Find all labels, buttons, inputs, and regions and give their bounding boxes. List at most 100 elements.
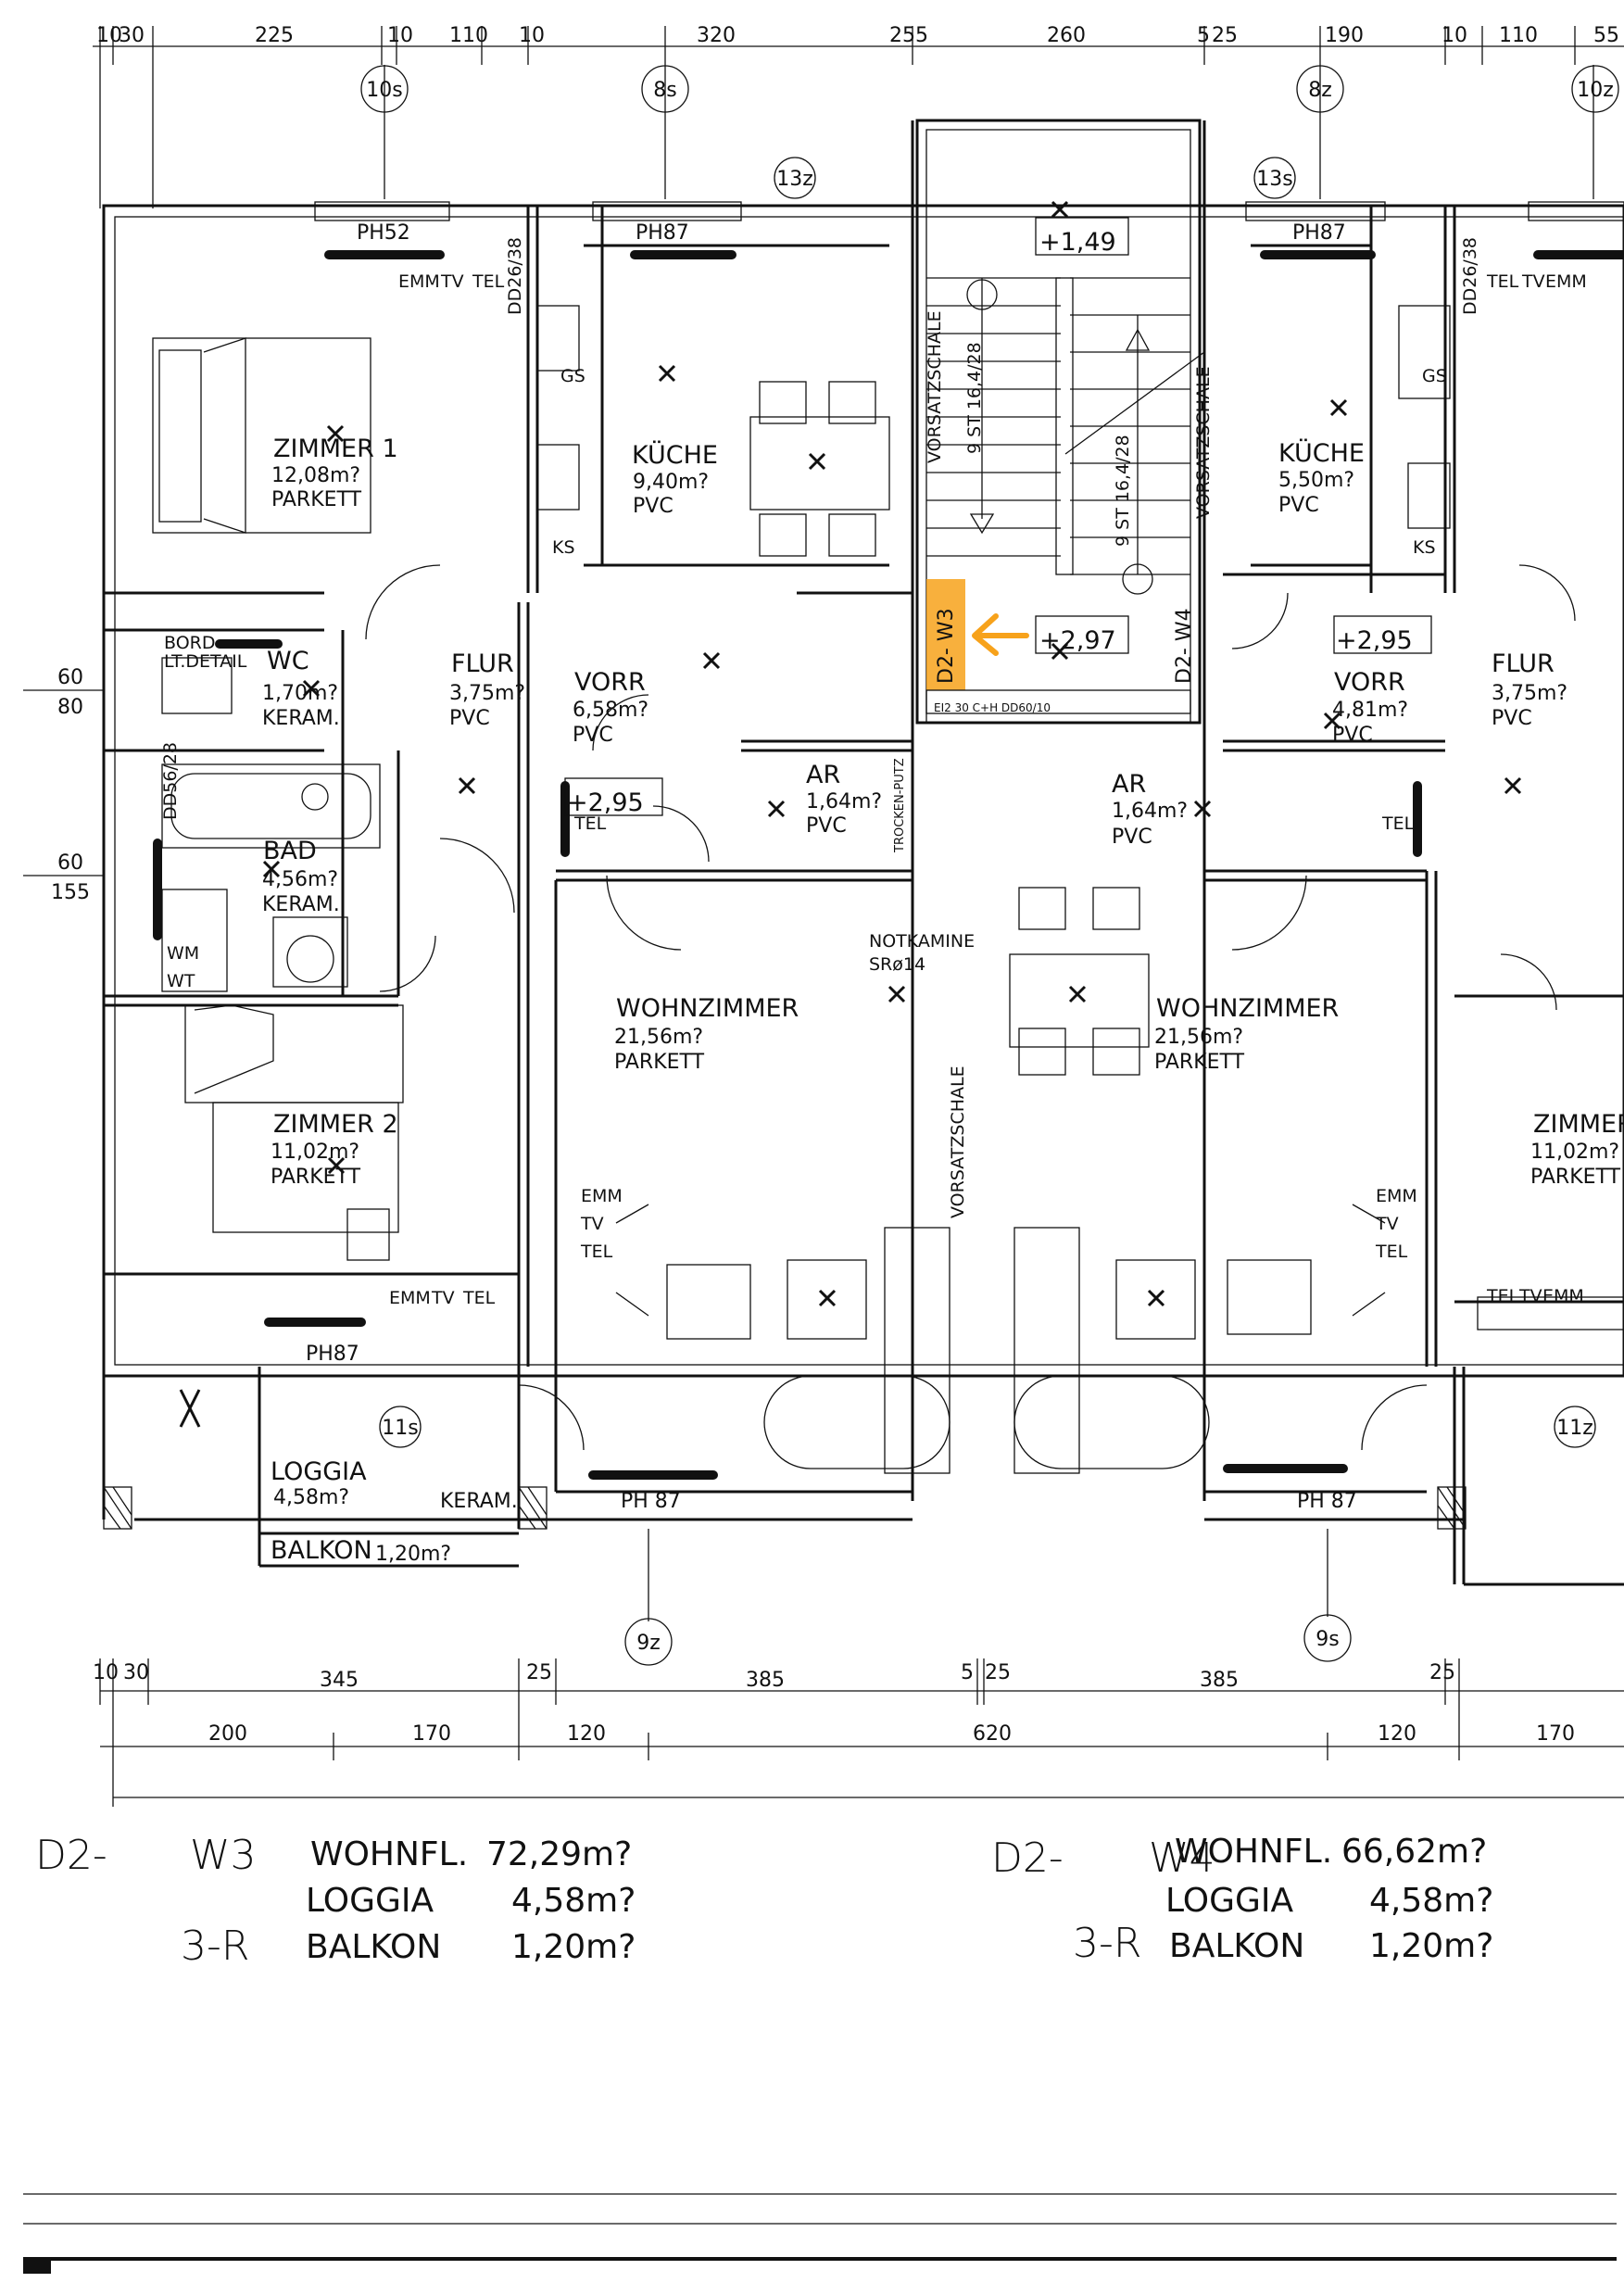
bottom-dimension-labels: 10 30 345 25 385 5 25 385 25 200 170 120… <box>93 1661 1575 1746</box>
left-unit-walls <box>102 206 913 1568</box>
summary-loggia-value: 4,58m? <box>1369 1882 1493 1920</box>
room-floor: PARKETT <box>271 488 362 511</box>
room-area: 3,75m? <box>1492 682 1567 705</box>
top-dimension-line <box>93 26 1624 208</box>
axis-marker <box>641 65 689 113</box>
dim-label: 5 <box>961 1661 974 1684</box>
stair-labels: VORSATZSCHALE 9 ST 16,4/28 9 ST 16,4/28 … <box>564 217 1432 817</box>
dim-label: 190 <box>1325 24 1364 47</box>
dim-label: 30 <box>119 24 145 47</box>
summary-wohnfl-label: WOHNFL. <box>1175 1833 1332 1871</box>
room-area: 1,64m? <box>1112 800 1188 823</box>
emm-label: EMM <box>581 1186 623 1206</box>
dim-label: 5 <box>1197 24 1210 47</box>
room-area: 6,58m? <box>573 699 648 722</box>
dim-label: 120 <box>567 1722 606 1746</box>
room-area: 21,56m? <box>614 1026 703 1049</box>
highlight-label: D2- W3 <box>935 608 958 684</box>
vorsatzschale-label: VORSATZSCHALE <box>925 310 945 463</box>
tel-label: TEL <box>472 271 505 292</box>
trockenputz-label: TROCKEN-PUTZ <box>893 758 907 853</box>
tv-label: TV <box>580 1214 604 1234</box>
room-name: FLUR <box>1492 649 1555 678</box>
dd-label: DD56/28 <box>160 742 181 820</box>
dim-label: 10 <box>1441 24 1467 47</box>
room-floor: PVC <box>1332 724 1373 747</box>
room-name: VORR <box>574 668 646 697</box>
right-furniture <box>1009 305 1624 1474</box>
room-floor: PARKETT <box>614 1051 705 1074</box>
summary-balkon-value: 1,20m? <box>511 1928 636 1966</box>
summary-balkon-label: BALKON <box>306 1928 441 1966</box>
tel-label: TEL <box>1486 271 1519 292</box>
axis-marker-label: 13s <box>1256 168 1292 191</box>
gs-label: GS <box>1422 366 1447 386</box>
emm-label: EMM <box>1545 271 1587 292</box>
summary-right: D2- W4 WOHNFL. 66,62m? LOGGIA 4,58m? 3-R… <box>991 1833 1493 1967</box>
room-name: LOGGIA <box>271 1457 367 1486</box>
axis-marker <box>774 157 816 199</box>
summary-code: W4 <box>1149 1835 1215 1882</box>
tel-label: TEL <box>1381 813 1415 834</box>
bord-label: BORD <box>164 633 216 653</box>
highlight-arrow <box>972 613 1029 656</box>
room-area: 21,56m? <box>1154 1026 1243 1049</box>
emm-label: EMM <box>1542 1286 1584 1306</box>
rooms-left: ZIMMER 1 12,08m? PARKETT KÜCHE 9,40m? PV… <box>262 435 882 1509</box>
summary-loggia-label: LOGGIA <box>1165 1882 1294 1920</box>
stair-label: 9 ST 16,4/28 <box>1113 435 1133 547</box>
axis-marker <box>360 65 409 113</box>
summary-wohnfl-value: 72,29m? <box>486 1835 632 1873</box>
room-floor: PVC <box>1112 826 1152 849</box>
sr-label: SRø14 <box>869 954 925 975</box>
axis-marker-label: 8z <box>1308 79 1332 102</box>
right-unit-tag: D2- W4 <box>1173 608 1196 684</box>
rooms-right: KÜCHE 5,50m? PVC VORR 4,81m? PVC AR 1,64… <box>1112 438 1624 1189</box>
axis-marker-label: 11z <box>1556 1417 1593 1440</box>
room-floor: PVC <box>1492 707 1532 730</box>
room-area: 4,81m? <box>1332 699 1408 722</box>
left-margin-dims: 60 80 60 155 <box>23 666 104 904</box>
dim-label: 10 <box>96 24 122 47</box>
dim-label: 385 <box>746 1669 785 1692</box>
right-unit-walls <box>518 206 1624 1586</box>
tv-label: TV <box>431 1288 455 1308</box>
room-name: WOHNZIMMER <box>616 994 799 1023</box>
tel-label: TEL <box>573 813 607 834</box>
bathtub <box>161 763 381 849</box>
axis-marker-label: 13z <box>776 168 813 191</box>
room-area: 4,58m? <box>273 1486 349 1509</box>
misc-labels: NOTKAMINE SRø14 VORSATZSCHALE TROCKEN-PU… <box>160 221 1587 1566</box>
summary-rooms: 3-R <box>1073 1920 1141 1967</box>
dim-label: 10 <box>519 24 545 47</box>
door-label: EI2 30 C+H DD60/10 <box>934 701 1051 714</box>
dim-label: 25 <box>526 1661 552 1684</box>
light-fixtures <box>179 200 1522 1428</box>
room-name: KÜCHE <box>632 440 718 470</box>
room-floor: PARKETT <box>271 1166 361 1189</box>
dd-label: DD26/38 <box>1460 237 1480 315</box>
room-floor: PVC <box>573 724 613 747</box>
dd-label: DD26/38 <box>505 237 525 315</box>
window-markers <box>153 201 1624 1480</box>
tv-label: TV <box>1521 271 1545 292</box>
axis-marker <box>1571 65 1619 113</box>
axis-markers-top: 10s 8s 13z 13s 8z 10z <box>360 65 1619 199</box>
ph-label: PH87 <box>1292 221 1346 245</box>
room-area: 11,02m? <box>1530 1141 1619 1164</box>
dim-label: 155 <box>51 881 90 904</box>
room-name: FLUR <box>451 649 514 678</box>
dim-label: 110 <box>449 24 488 47</box>
room-area: 3,75m? <box>449 682 525 705</box>
dim-label: 60 <box>57 851 83 875</box>
axis-marker <box>1296 65 1344 113</box>
highlight-marker <box>926 579 965 690</box>
ph-label: PH 87 <box>1297 1490 1357 1513</box>
tv-label: TV <box>440 271 464 292</box>
summary-unit: D2- <box>35 1832 107 1879</box>
axis-marker-label: 9s <box>1316 1628 1339 1651</box>
door-swings <box>365 564 1576 1451</box>
vorsatzschale-label: VORSATZSCHALE <box>1193 366 1214 519</box>
room-area: 5,50m? <box>1278 469 1354 492</box>
